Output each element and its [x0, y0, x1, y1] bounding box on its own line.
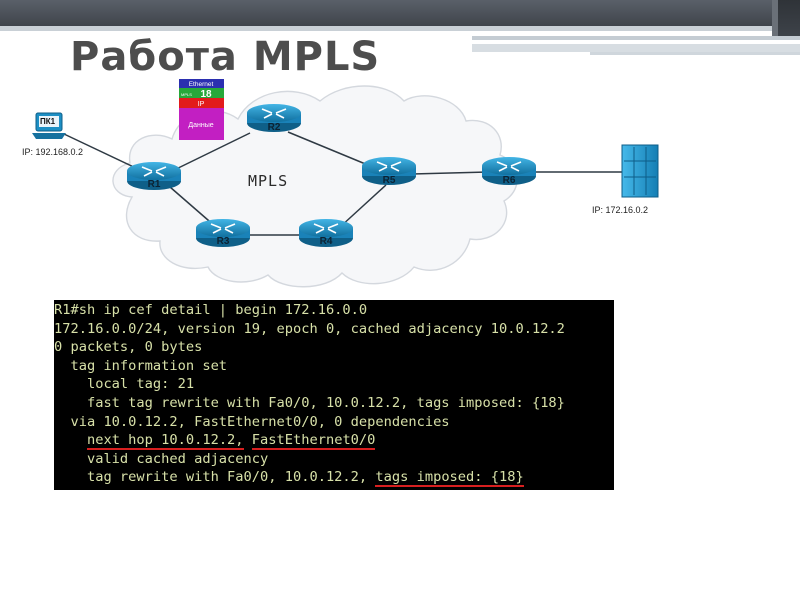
tags-imposed-highlight: tags imposed: {18}	[375, 469, 524, 488]
cli-line: 0 packets, 0 bytes	[54, 339, 203, 356]
packet-data: Данные	[188, 122, 213, 129]
top-bar-accent	[0, 26, 800, 31]
server-ip: IP: 172.16.0.2	[592, 205, 648, 215]
corner-decoration-stripe	[772, 0, 778, 40]
pc-icon	[32, 112, 66, 139]
title-rule-3	[590, 52, 800, 55]
packet-mpls-small: MPLS	[181, 92, 192, 97]
slide-title: Работа MPLS	[70, 34, 381, 80]
packet-ethernet: Ethernet	[189, 81, 214, 88]
router-label-r5: R5	[383, 175, 396, 186]
router-label-r2: R2	[268, 122, 281, 133]
router-label-r6: R6	[503, 175, 516, 186]
packet-stack	[179, 79, 224, 140]
router-r4	[299, 219, 353, 247]
link-pc-r1	[63, 133, 141, 171]
mpls-cloud-label: MPLS	[248, 172, 288, 190]
router-label-r4: R4	[320, 236, 333, 247]
pc-ip: IP: 192.168.0.2	[22, 147, 83, 157]
link-r1-r2	[167, 132, 251, 174]
link-r4-r5	[339, 184, 387, 228]
corner-decoration	[774, 0, 800, 40]
link-r5-r6	[411, 171, 489, 175]
cli-line-rewrite: tag rewrite with Fa0/0, 10.0.12.2, tags …	[54, 468, 614, 488]
packet-mpls-label: 18	[200, 89, 212, 100]
packet-ip: IP	[198, 101, 205, 108]
cli-line: 172.16.0.0/24, version 19, epoch 0, cach…	[54, 320, 565, 337]
router-r3	[196, 219, 250, 247]
router-label-r3: R3	[217, 236, 230, 247]
nexthop-indent	[54, 432, 87, 448]
cli-line-nexthop: next hop 10.0.12.2, FastEthernet0/0	[54, 431, 614, 451]
cli-line: R1#sh ip cef detail | begin 172.16.0.0	[54, 302, 368, 318]
cli-line: local tag: 21	[54, 376, 195, 393]
router-r1	[127, 162, 181, 190]
router-r2	[247, 104, 301, 132]
router-r5	[362, 157, 416, 185]
cli-line: via 10.0.12.2, FastEthernet0/0, 0 depend…	[54, 413, 450, 430]
nexthop-address-highlight: next hop 10.0.12.2,	[86, 432, 244, 451]
cli-line: valid cached adjacency	[54, 450, 269, 467]
title-rule-1	[472, 36, 800, 40]
nexthop-interface-highlight: FastEthernet0/0	[251, 432, 376, 451]
server-icon	[621, 144, 659, 198]
link-r1-r3	[169, 186, 217, 228]
cli-output: R1#sh ip cef detail | begin 172.16.0.0 1…	[54, 300, 614, 490]
title-rule-2	[472, 44, 800, 52]
rewrite-prefix: tag rewrite with Fa0/0, 10.0.12.2,	[54, 469, 376, 486]
network-diagram-svg: MPLS ПК1 IP: 192.168.0.2 IP: 172.16.0.2 …	[22, 79, 659, 288]
router-r6	[482, 157, 536, 185]
cli-line: fast tag rewrite with Fa0/0, 10.0.12.2, …	[54, 394, 565, 411]
network-diagram: MPLS ПК1 IP: 192.168.0.2 IP: 172.16.0.2 …	[20, 77, 672, 292]
cli-line: tag information set	[54, 357, 228, 374]
pc-label: ПК1	[40, 117, 56, 126]
router-label-r1: R1	[148, 179, 161, 190]
top-bar	[0, 0, 800, 26]
